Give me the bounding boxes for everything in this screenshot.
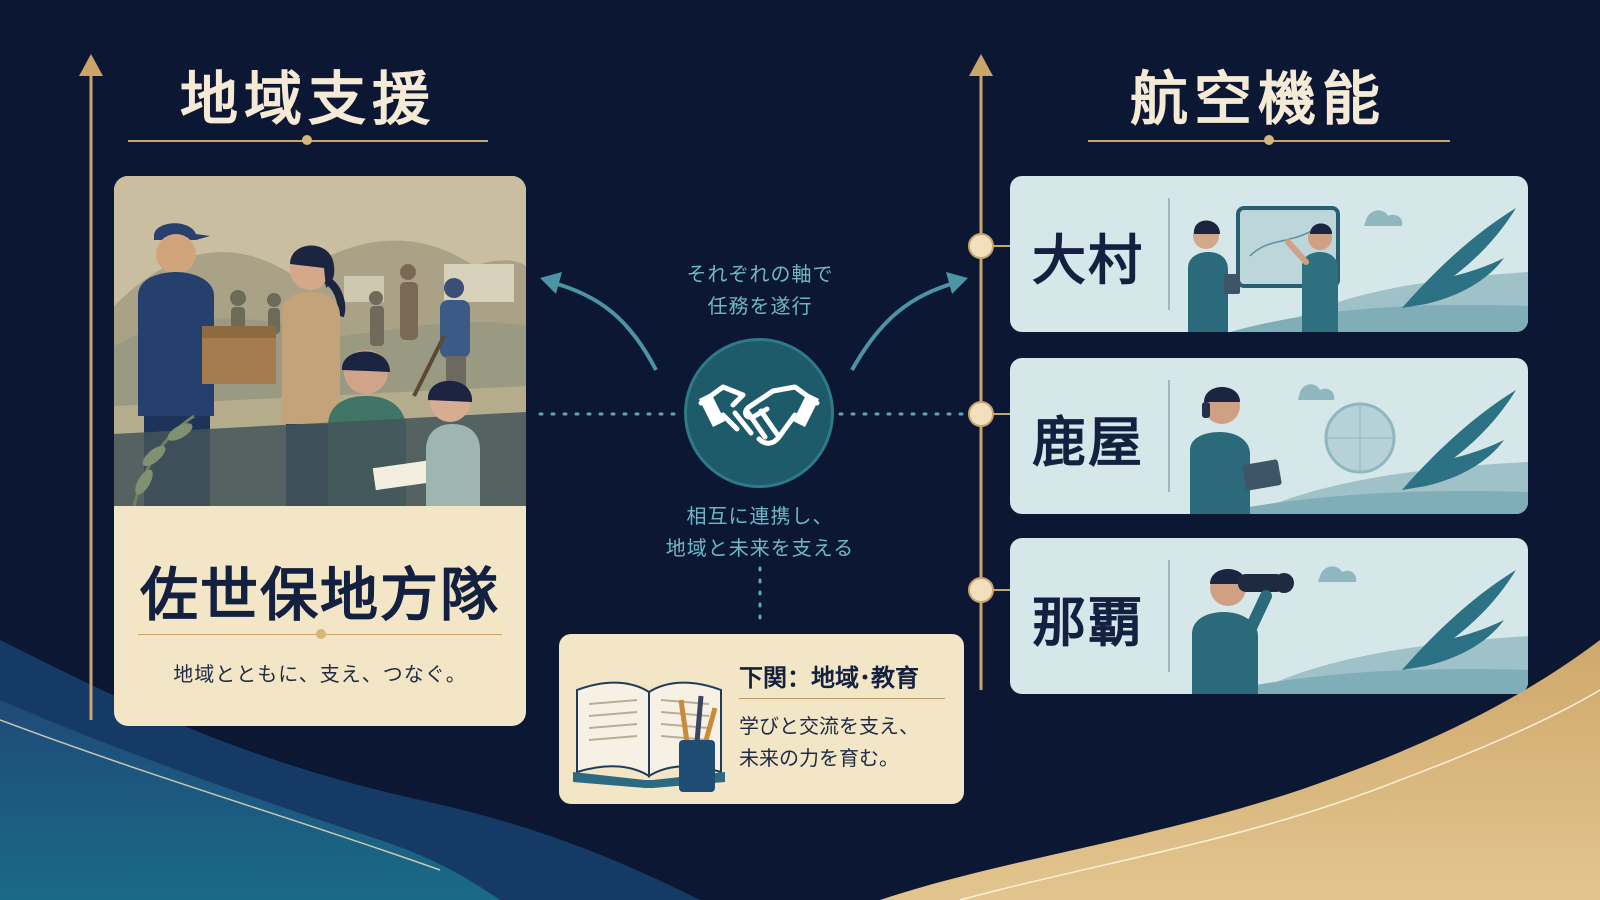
base-separator	[1168, 198, 1170, 310]
axis-node-omura	[968, 233, 994, 259]
shimonoseki-box: 下関：地域･教育 学びと交流を支え、 未来の力を育む。	[559, 634, 964, 804]
axis-node-kanoya	[968, 401, 994, 427]
shimonoseki-description: 学びと交流を支え、 未来の力を育む。	[739, 714, 919, 770]
community-support-illustration	[114, 176, 526, 506]
unit-name: 佐世保地方隊	[139, 561, 500, 629]
unit-tagline: 地域とともに、支え、つなぐ。	[173, 662, 467, 686]
binoculars-observer-illustration	[1192, 566, 1528, 694]
center-top-text: それぞれの軸で 任務を遂行	[660, 258, 860, 322]
right-section-title: 航空機能	[1130, 65, 1387, 133]
shimonoseki-title: 下関：地域･教育	[739, 663, 919, 692]
sasebo-card: 佐世保地方隊 地域とともに、支え、つなぐ。	[114, 176, 526, 726]
briefing-illustration	[1188, 206, 1528, 332]
center-bottom-text: 相互に連携し、 地域と未来を支える	[640, 500, 880, 564]
handshake-icon	[684, 338, 834, 488]
center-top-line1: それぞれの軸で	[686, 262, 834, 286]
center-bottom-line2: 地域と未来を支える	[665, 536, 855, 560]
shimonoseki-divider	[739, 698, 945, 699]
base-card-omura: 大村	[1010, 176, 1528, 332]
base-card-kanoya: 鹿屋	[1010, 358, 1528, 514]
base-card-naha: 那覇	[1010, 538, 1528, 694]
center-bottom-line1: 相互に連携し、	[686, 504, 834, 528]
center-top-line2: 任務を遂行	[707, 294, 813, 318]
left-title-divider-dot	[302, 135, 312, 145]
base-separator	[1168, 560, 1170, 672]
card-divider-dot	[316, 629, 326, 639]
wave-left-front	[0, 700, 500, 900]
right-title-divider-dot	[1264, 135, 1274, 145]
base-name-kanoya: 鹿屋	[1032, 410, 1144, 474]
wave-right-back	[880, 640, 1600, 900]
left-section-title: 地域支援	[180, 65, 437, 133]
radar-operator-illustration	[1190, 384, 1528, 514]
handshake-glyph	[698, 384, 820, 446]
axis-node-naha	[968, 577, 994, 603]
base-name-naha: 那覇	[1032, 590, 1144, 654]
pencil-cup-icon	[678, 695, 718, 792]
base-name-omura: 大村	[1032, 228, 1144, 292]
base-separator	[1168, 380, 1170, 492]
